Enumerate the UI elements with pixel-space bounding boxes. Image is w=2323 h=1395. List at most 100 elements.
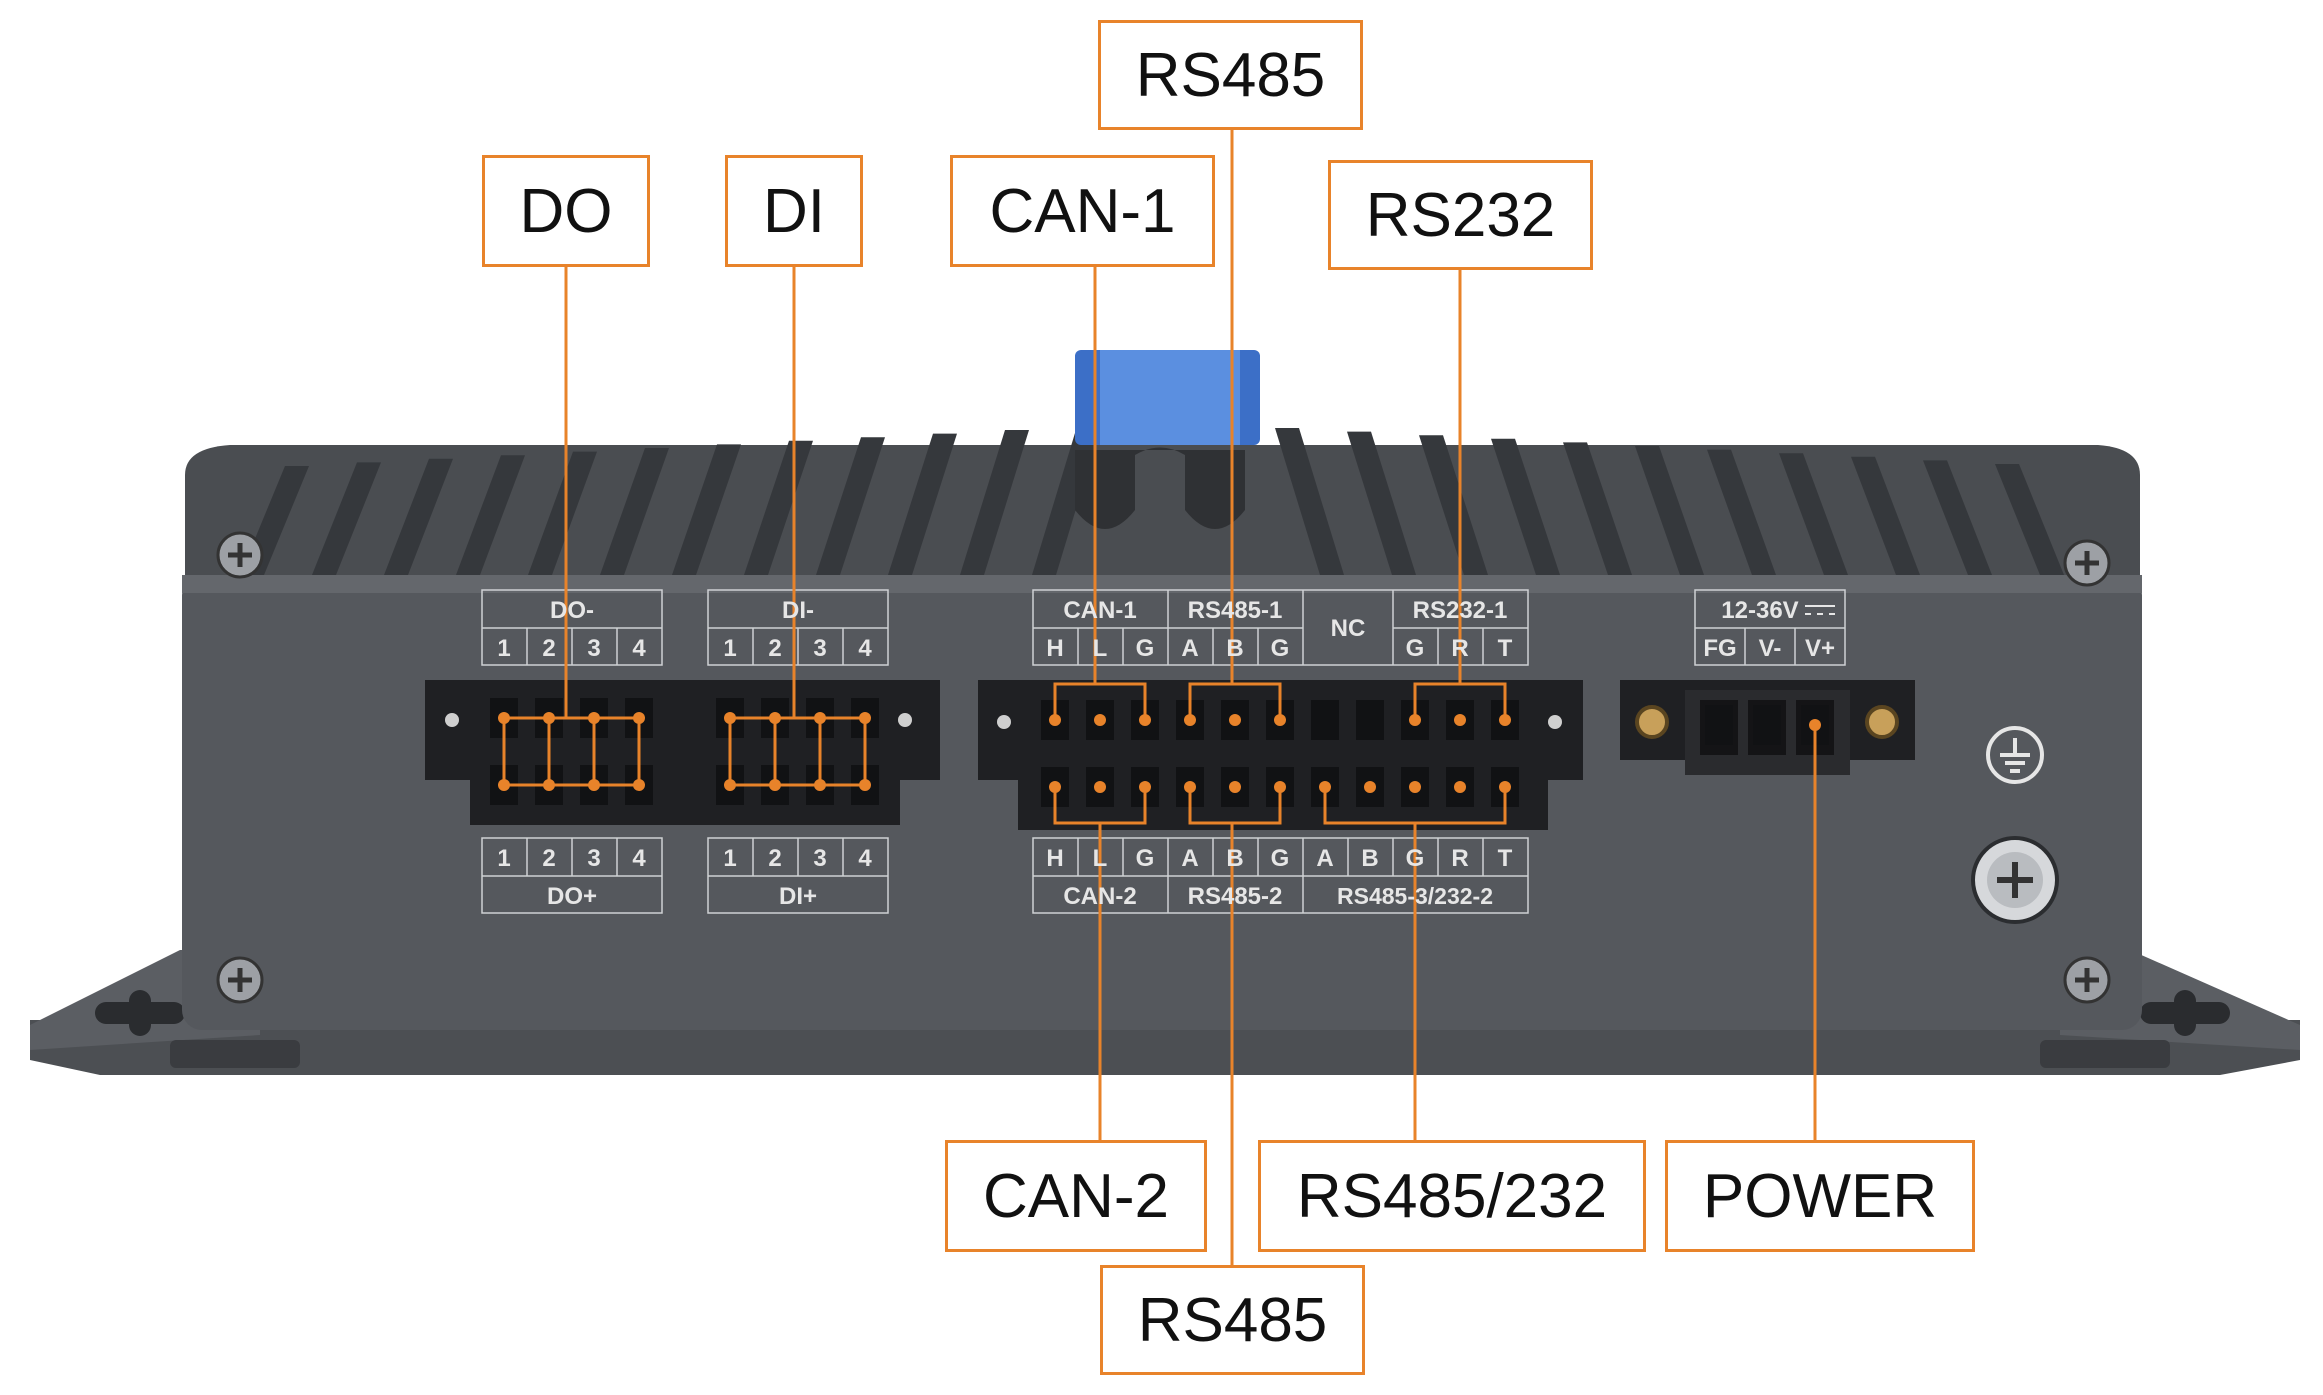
serial-pin-dot [1139, 781, 1151, 793]
bottom-signal-h: H [1046, 845, 1063, 872]
di-pin-dot [724, 712, 736, 724]
serial-pin-top [1311, 700, 1339, 740]
callout-rs485-bottom: RS485 [1100, 1265, 1365, 1375]
serial-pin-dot [1049, 714, 1061, 726]
heatsink-fin [1851, 456, 1920, 575]
top-signal-g: G [1406, 635, 1425, 662]
heatsink-fin [1419, 435, 1488, 575]
di-pin-dot [769, 712, 781, 724]
can1-silkscreen: CAN-1 [1063, 597, 1136, 624]
heatsink-fin [1779, 453, 1848, 575]
rs485-2-silkscreen: RS485-2 [1188, 883, 1283, 910]
silkscreen-tables [481, 589, 1846, 914]
callout-rs485-top: RS485 [1098, 20, 1363, 130]
heatsink-fin [456, 455, 525, 575]
bottom-signal-g: G [1406, 845, 1425, 872]
do-pin-dot [588, 712, 600, 724]
do-pin-1-top: 1 [497, 635, 510, 662]
callout-do: DO [482, 155, 650, 267]
di-pin-2-bottom: 2 [768, 845, 781, 872]
pin-highlights [498, 682, 1821, 825]
top-signal-t: T [1498, 635, 1513, 662]
serial-pin-dot [1454, 781, 1466, 793]
di-pin-dot [814, 779, 826, 791]
di-minus-label: DI- [782, 597, 814, 624]
dc-symbol-icon [1805, 605, 1835, 615]
screw-icon [2063, 956, 2111, 1004]
serial-pin-dot [1094, 781, 1106, 793]
rs232-1-silkscreen: RS232-1 [1413, 597, 1508, 624]
serial-pin-dot [1319, 781, 1331, 793]
heatsink-fin [960, 430, 1029, 575]
do-plus-label: DO+ [547, 883, 597, 910]
serial-pin-dot [1364, 781, 1376, 793]
rs485-3-232-2-silkscreen: RS485-3/232-2 [1337, 883, 1493, 909]
do-pin-dot [633, 779, 645, 791]
base-foot-right [2040, 1040, 2170, 1068]
di-pin-4-top: 4 [858, 635, 872, 662]
flange-slot-left [95, 990, 185, 1036]
heatsink-fin [312, 462, 381, 575]
serial-pin-dot [1499, 714, 1511, 726]
bottom-signal-b: B [1361, 845, 1378, 872]
di-pin-dot [769, 779, 781, 791]
heatsink-fin [816, 437, 885, 575]
serial-pin-dot [1184, 781, 1196, 793]
heatsink-fin [672, 444, 741, 575]
flange-slot-right [2140, 990, 2230, 1036]
heatsink-fin [1995, 464, 2064, 575]
bottom-signal-r: R [1451, 845, 1468, 872]
power-pin-vminus: V- [1759, 635, 1782, 662]
di-pin-2-top: 2 [768, 635, 781, 662]
heatsink-fins [240, 426, 2064, 575]
ground-screw-icon [1971, 836, 2059, 924]
heatsink-fin [1707, 449, 1776, 575]
heatsink-fin [600, 448, 669, 575]
heatsink-fin [1491, 438, 1560, 575]
can1-bracket [1053, 682, 1147, 720]
serial-pin-dot [1184, 714, 1196, 726]
do-pin-2-top: 2 [542, 635, 555, 662]
power-pin [1753, 705, 1781, 745]
front-panel-edge [182, 575, 2142, 593]
callout-rs232: RS232 [1328, 160, 1593, 270]
callout-di: DI [725, 155, 863, 267]
serial-pin-dot [1049, 781, 1061, 793]
heatsink-fin [384, 458, 453, 575]
rs485-1-silkscreen: RS485-1 [1188, 597, 1283, 624]
do-pin-3-bottom: 3 [587, 845, 600, 872]
do-pin-dot [498, 712, 510, 724]
screw-icon [216, 956, 264, 1004]
callout-can1: CAN-1 [950, 155, 1215, 267]
do-pin-3-top: 3 [587, 635, 600, 662]
heatsink-fin [744, 440, 813, 575]
power-pin [1705, 705, 1733, 745]
di-plus-label: DI+ [779, 883, 817, 910]
do-pin-dot [498, 779, 510, 791]
do-highlight-box [592, 716, 641, 787]
top-signal-b: B [1226, 635, 1243, 662]
power-pin-vplus: V+ [1805, 635, 1835, 662]
heatsink-fin [1635, 446, 1704, 575]
callout-leaders [564, 130, 1817, 1265]
callout-can2: CAN-2 [945, 1140, 1207, 1252]
heatsink-channel [1075, 447, 1245, 529]
serial-pin-dot [1409, 714, 1421, 726]
mounting-base-plate [30, 1020, 2300, 1075]
do-pin-4-bottom: 4 [632, 845, 646, 872]
di-pin-dot [859, 779, 871, 791]
top-signal-l: L [1093, 635, 1108, 662]
rs485-1-bracket [1188, 682, 1282, 720]
bottom-signal-g: G [1271, 845, 1290, 872]
do-pin-4-top: 4 [632, 635, 646, 662]
do-pin-1-bottom: 1 [497, 845, 510, 872]
serial-pin-dot [1094, 714, 1106, 726]
heatsink-fin [1923, 460, 1992, 575]
do-pin-dot [543, 712, 555, 724]
serial-pin-top [1356, 700, 1384, 740]
top-signal-g: G [1136, 635, 1155, 662]
top-signal-h: H [1046, 635, 1063, 662]
di-pin-4-bottom: 4 [858, 845, 872, 872]
